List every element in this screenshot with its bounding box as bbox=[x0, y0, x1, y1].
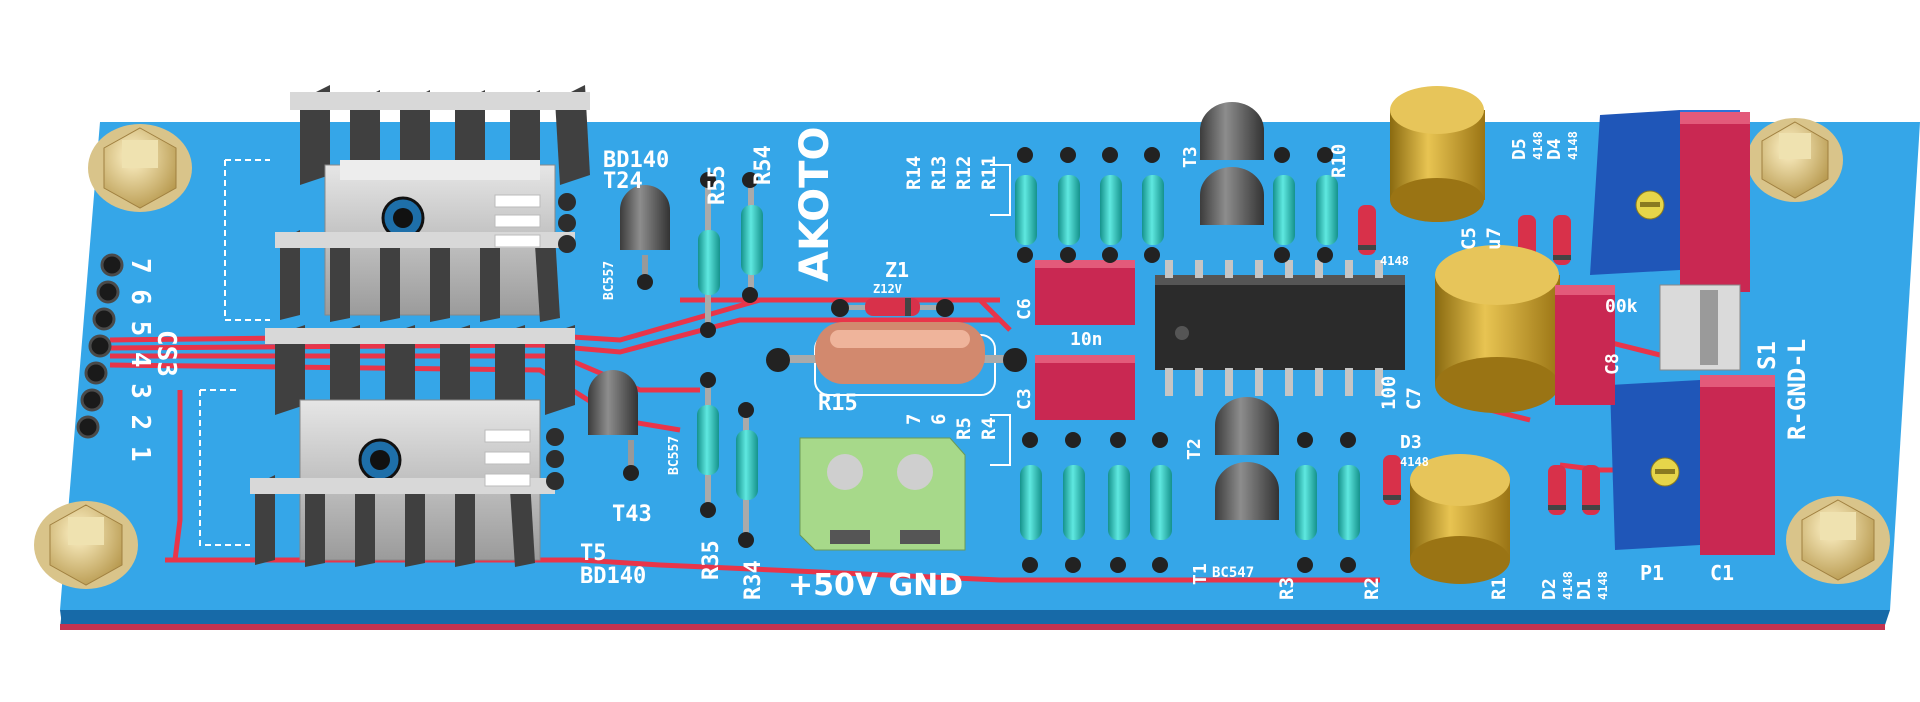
capacitor-c5 bbox=[1390, 86, 1485, 222]
label-r12: R12 bbox=[953, 156, 975, 190]
standoff-top-right bbox=[1747, 118, 1843, 202]
label-c5: C5 bbox=[1458, 227, 1480, 250]
label-s1: S1 bbox=[1753, 341, 1781, 370]
label-bd140-top: BD140 bbox=[603, 148, 669, 173]
label-r34: R34 bbox=[741, 560, 766, 600]
capacitor-c1 bbox=[1700, 375, 1775, 555]
label-r4: R4 bbox=[978, 417, 1000, 440]
label-r-gnd-l: R-GND-L bbox=[1783, 339, 1811, 440]
ic-chip bbox=[1155, 260, 1405, 396]
label-power: +50V GND bbox=[788, 568, 963, 603]
label-u7: u7 bbox=[1483, 227, 1505, 250]
transistor-bc557-bottom bbox=[588, 370, 639, 481]
label-r2: R2 bbox=[1361, 577, 1383, 600]
standoff-bottom-left bbox=[34, 501, 138, 589]
label-r11: R11 bbox=[978, 156, 1000, 190]
zener-z1 bbox=[831, 298, 954, 317]
diodes-small bbox=[1358, 205, 1600, 515]
label-t43: T43 bbox=[612, 502, 652, 527]
label-4148-d2: 4148 bbox=[1561, 571, 1575, 600]
capacitor-right-top bbox=[1680, 112, 1750, 292]
label-t1: T1 bbox=[1190, 563, 1211, 585]
label-4148-d3: 4148 bbox=[1400, 455, 1429, 469]
label-z12v: Z12V bbox=[873, 282, 902, 296]
label-z1: Z1 bbox=[885, 258, 909, 282]
cs3-label: CS3 bbox=[151, 330, 181, 377]
standoff-top-left bbox=[88, 124, 192, 212]
label-r6: 6 bbox=[928, 414, 950, 425]
label-100k: 00k bbox=[1605, 296, 1638, 317]
label-100: 100 bbox=[1378, 376, 1400, 410]
label-t3: T3 bbox=[1180, 146, 1201, 168]
resistor-array-top bbox=[1015, 147, 1338, 263]
resistor-r15 bbox=[766, 322, 1027, 384]
label-4148-d4: 4148 bbox=[1566, 131, 1580, 160]
silkscreen-labels: BD140 T24 BC557 R55 R54 AKOTO Z1 Z12V R1… bbox=[580, 127, 1811, 603]
label-bd140-bottom: BD140 bbox=[580, 564, 646, 589]
brand-logo: AKOTO bbox=[792, 127, 838, 282]
label-p1: P1 bbox=[1640, 561, 1664, 585]
label-c8: C8 bbox=[1602, 353, 1623, 375]
standoff-bottom-right bbox=[1786, 496, 1890, 584]
label-r55: R55 bbox=[705, 165, 730, 205]
label-bc557-top: BC557 bbox=[602, 261, 617, 300]
label-r3: R3 bbox=[1276, 577, 1298, 600]
heatsink-bottom bbox=[250, 325, 575, 567]
label-4148-top: 4148 bbox=[1380, 254, 1409, 268]
label-r14: R14 bbox=[903, 156, 925, 190]
capacitor-bottom bbox=[1410, 454, 1510, 584]
transistor-bc557-top bbox=[620, 185, 670, 290]
label-c1: C1 bbox=[1710, 561, 1734, 585]
silkscreen-outlines bbox=[199, 159, 270, 546]
label-r5: R5 bbox=[953, 417, 975, 440]
label-bc557-bottom: BC557 bbox=[667, 436, 682, 475]
label-r7: 7 bbox=[903, 414, 925, 425]
heatsink-top bbox=[275, 85, 590, 322]
connector-cs3: 7 6 5 4 3 2 1 CS3 bbox=[76, 253, 181, 462]
capacitor-c6 bbox=[1035, 260, 1135, 325]
resistor-r34 bbox=[736, 402, 758, 548]
capacitor-c8 bbox=[1555, 285, 1615, 405]
label-bc547: BC547 bbox=[1212, 565, 1254, 581]
label-r15: R15 bbox=[818, 391, 858, 416]
label-4148-d1: 4148 bbox=[1596, 571, 1610, 600]
resistor-r54 bbox=[741, 172, 763, 303]
label-c3: C3 bbox=[1014, 388, 1035, 410]
resistor-r55 bbox=[698, 172, 720, 338]
label-4148-d5: 4148 bbox=[1531, 131, 1545, 160]
label-d5: D5 bbox=[1509, 138, 1530, 160]
capacitor-c7 bbox=[1435, 245, 1560, 413]
trimmer-bottom bbox=[1610, 380, 1700, 550]
label-d2: D2 bbox=[1539, 578, 1560, 600]
label-10n: 10n bbox=[1070, 329, 1103, 350]
label-r10: R10 bbox=[1328, 144, 1350, 178]
cs3-pin-labels: 7 6 5 4 3 2 1 bbox=[125, 258, 155, 462]
label-d3: D3 bbox=[1400, 432, 1422, 453]
label-r13: R13 bbox=[928, 156, 950, 190]
label-r54: R54 bbox=[751, 145, 776, 185]
resistor-array-bottom bbox=[1020, 432, 1360, 573]
label-d4: D4 bbox=[1544, 138, 1565, 160]
label-r35: R35 bbox=[699, 540, 724, 580]
terminal-block bbox=[799, 437, 966, 551]
capacitor-c3 bbox=[1035, 355, 1135, 420]
label-t2: T2 bbox=[1184, 438, 1205, 460]
transistors-middle bbox=[1200, 102, 1279, 520]
label-t24: T24 bbox=[603, 169, 643, 194]
resistor-r35 bbox=[697, 372, 719, 518]
label-d1: D1 bbox=[1574, 578, 1595, 600]
switch-s1 bbox=[1659, 284, 1741, 371]
label-c6: C6 bbox=[1014, 298, 1035, 320]
label-t5: T5 bbox=[580, 541, 607, 566]
label-c7: C7 bbox=[1403, 387, 1425, 410]
label-r1: R1 bbox=[1488, 577, 1510, 600]
